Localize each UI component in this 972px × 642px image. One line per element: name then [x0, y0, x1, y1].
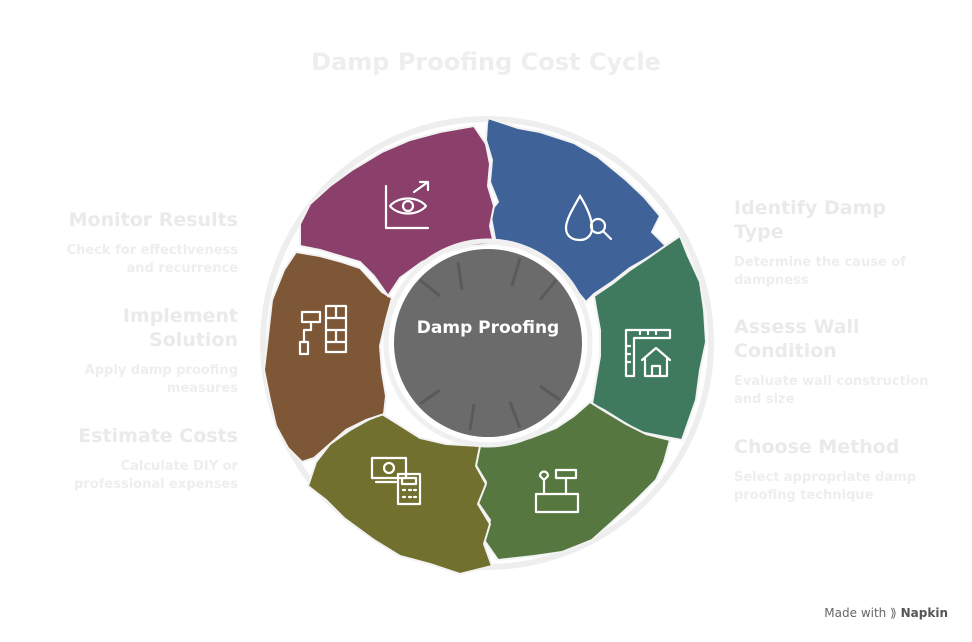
step-title: Choose Method [734, 436, 900, 458]
eye-chart-icon [384, 180, 430, 230]
napkin-logo-icon: ⟫ [890, 606, 897, 620]
center-label: Damp Proofing [416, 318, 560, 338]
footer-brand: Napkin [900, 606, 948, 620]
center-circle [383, 238, 593, 448]
step-description: Determine the cause of dampness [734, 255, 906, 288]
step-description: Check for effectiveness and recurrence [66, 243, 238, 276]
step-description: Calculate DIY or professional expenses [74, 459, 238, 492]
step-choose-method: Choose Method Select appropriate damp pr… [734, 435, 944, 505]
step-implement-solution: Implement Solution Apply damp proofing m… [60, 304, 238, 398]
segment-implement-solution [262, 250, 394, 464]
step-identify-damp-type: Identify Damp Type Determine the cause o… [734, 196, 934, 290]
step-title: Identify Damp Type [734, 197, 886, 243]
step-description: Select appropriate damp proofing techniq… [734, 470, 917, 503]
segment-estimate-costs [306, 412, 494, 576]
step-title: Assess Wall Condition [734, 316, 860, 362]
water-drop-search-icon [564, 193, 613, 242]
step-title: Implement Solution [122, 305, 238, 351]
step-assess-wall-condition: Assess Wall Condition Evaluate wall cons… [734, 315, 934, 409]
footer-prefix: Made with [824, 606, 887, 620]
step-description: Apply damp proofing measures [84, 363, 238, 396]
diagram-title: Damp Proofing Cost Cycle [311, 48, 661, 76]
toolbox-icon [534, 468, 580, 514]
step-monitor-results: Monitor Results Check for effectiveness … [40, 208, 238, 278]
step-title: Monitor Results [68, 209, 238, 231]
ruler-house-icon [624, 328, 672, 378]
step-estimate-costs: Estimate Costs Calculate DIY or professi… [40, 424, 238, 494]
paint-roller-wall-icon [298, 304, 348, 356]
money-calculator-icon [370, 456, 422, 506]
segment-identify-damp-type [484, 116, 668, 304]
step-title: Estimate Costs [78, 425, 238, 447]
step-description: Evaluate wall construction and size [734, 374, 929, 407]
footer-credit: Made with ⟫ Napkin [824, 606, 948, 620]
